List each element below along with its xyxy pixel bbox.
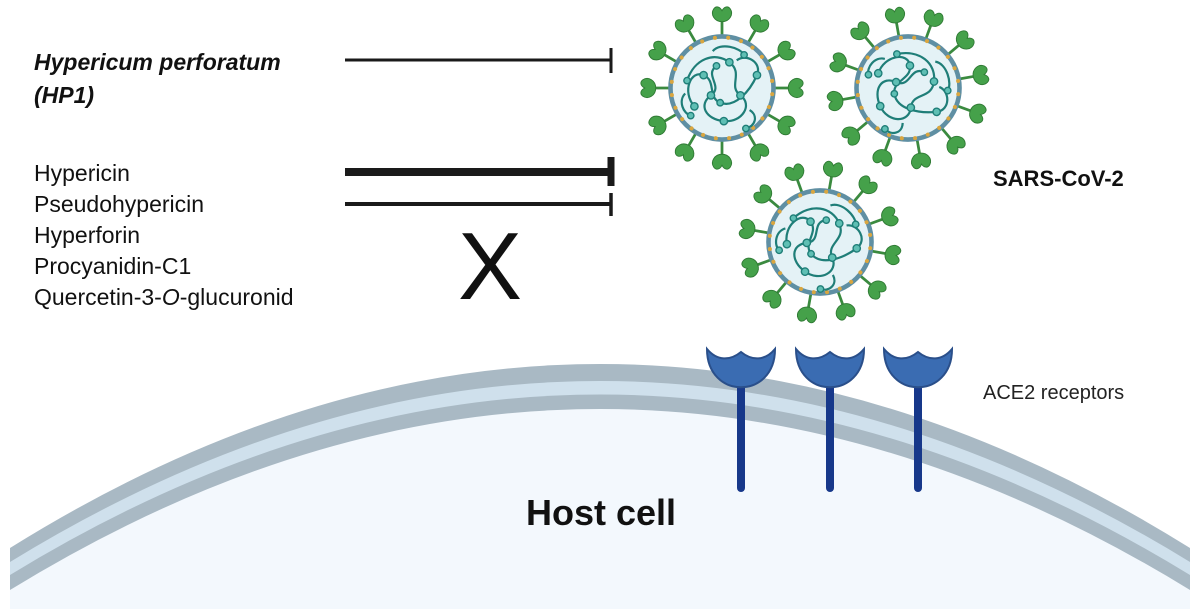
plant-name-line1: Hypericum perforatum <box>34 49 281 75</box>
sars-cov-2-virion-3 <box>737 159 903 325</box>
viral-envelope <box>668 34 776 142</box>
host-cell-label: Host cell <box>526 492 677 533</box>
spike-protein <box>770 77 805 99</box>
inhibition-pseudohypericin <box>345 193 613 216</box>
quercetin-italic: O <box>161 284 180 310</box>
compound-hypericin: Hypericin <box>34 160 130 186</box>
sars-cov-2-virion-1 <box>639 5 805 171</box>
inhibition-hp1 <box>345 48 613 73</box>
sars-cov-2-virion-2 <box>825 5 991 171</box>
ace2-receptor-2 <box>794 346 866 492</box>
cytoplasm <box>10 409 1190 609</box>
spike-protein <box>711 5 733 40</box>
quercetin-suffix: -glucuronid <box>179 284 294 310</box>
ace2-receptor-3 <box>882 346 954 492</box>
receptor-label: ACE2 receptors <box>983 382 1125 404</box>
spike-protein <box>711 136 733 171</box>
host-cell <box>10 364 1190 609</box>
spike-protein <box>639 77 674 99</box>
compound-procyanidin: Procyanidin-C1 <box>34 253 192 279</box>
plant-name-line2: (HP1) <box>34 82 95 108</box>
compound-hyperforin: Hyperforin <box>34 222 141 248</box>
virus-label: SARS-CoV-2 <box>993 166 1124 191</box>
viral-envelope <box>854 34 962 142</box>
quercetin-prefix: Quercetin-3- <box>34 284 162 310</box>
inhibition-hypericin <box>345 157 615 186</box>
no-effect-mark: X <box>458 213 523 320</box>
ace2-receptor-1 <box>705 346 777 492</box>
compound-pseudohypericin: Pseudohypericin <box>34 191 205 217</box>
plant-name: Hypericum perforatum (HP1) <box>34 46 281 112</box>
compound-quercetin: Quercetin-3-O-glucuronid <box>34 282 294 312</box>
